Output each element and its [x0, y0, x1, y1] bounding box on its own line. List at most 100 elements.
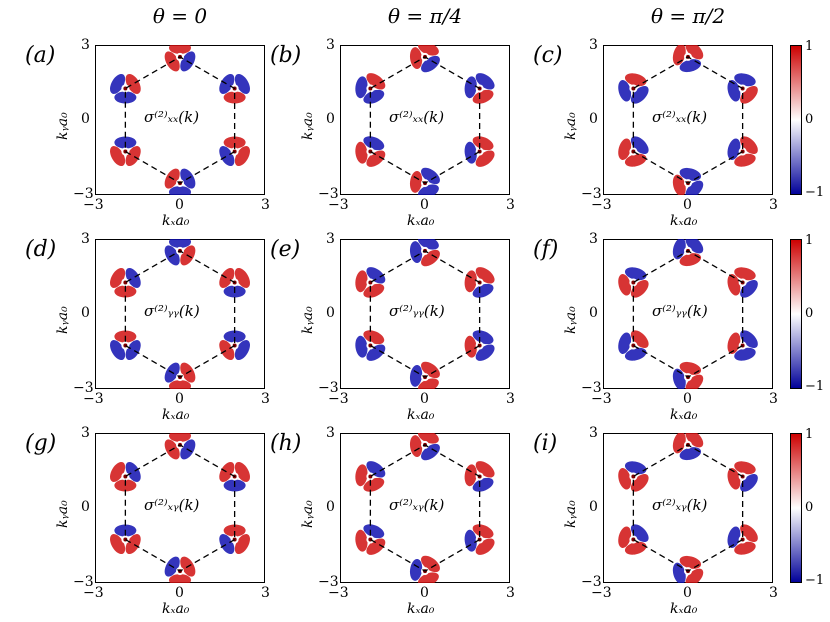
- blob-lobe: [472, 330, 494, 345]
- x-tick: −3: [83, 391, 104, 407]
- blob-lobe: [472, 136, 494, 151]
- valley-blob: [727, 73, 758, 104]
- x-tick: 3: [261, 197, 270, 213]
- blob-lobe: [363, 524, 385, 539]
- blob-lobe: [363, 283, 385, 298]
- blob-lobe: [679, 167, 702, 181]
- blob-lobe: [219, 73, 235, 94]
- x-tick: 0: [683, 585, 692, 601]
- blob-lobe: [679, 59, 702, 73]
- blob-lobe: [363, 89, 385, 104]
- y-tick: −3: [581, 574, 602, 590]
- x-tick: −3: [83, 197, 104, 213]
- blob-lobe: [685, 374, 704, 389]
- valley-blob: [355, 267, 386, 298]
- blob-lobe: [409, 47, 423, 70]
- panel-letter: (a): [25, 43, 56, 68]
- blob-lobe: [727, 274, 741, 296]
- blob-lobe: [125, 340, 141, 361]
- y-tick: 0: [81, 111, 90, 127]
- valley-blob: [727, 461, 758, 492]
- blob-lobe: [630, 473, 649, 492]
- y-tick: −3: [73, 186, 94, 202]
- x-axis-label: kₓa₀: [670, 407, 698, 423]
- blob-lobe: [366, 538, 386, 555]
- blob-lobe: [679, 447, 702, 461]
- blob-lobe: [672, 433, 686, 454]
- blob-lobe: [219, 534, 235, 555]
- blob-lobe: [679, 555, 702, 569]
- brillouin-zone-hexagon: [369, 444, 481, 572]
- valley-blob: [355, 461, 386, 492]
- valley-blob: [409, 45, 440, 73]
- plot-label: σ⁽²⁾ₓᵧ(k): [142, 496, 202, 514]
- x-axis-label: kₓa₀: [407, 601, 435, 617]
- x-axis-label: kₓa₀: [407, 213, 435, 229]
- blob-lobe: [624, 347, 647, 361]
- blob-lobe: [219, 267, 235, 288]
- blob-lobe: [110, 267, 126, 288]
- colorbar-tick: 1: [805, 427, 814, 442]
- blob-lobe: [740, 279, 758, 298]
- blob-lobe: [472, 89, 494, 104]
- y-tick: 3: [326, 231, 335, 247]
- blob-lobe: [355, 464, 368, 487]
- valley-blob: [672, 239, 704, 267]
- x-tick: −3: [328, 585, 349, 601]
- x-tick: 0: [175, 197, 184, 213]
- blob-lobe: [219, 146, 235, 167]
- x-tick: 3: [506, 197, 515, 213]
- blob-lobe: [169, 574, 191, 583]
- blob-lobe: [630, 330, 649, 349]
- valley-blob: [110, 73, 141, 104]
- blob-lobe: [355, 529, 368, 552]
- valley-blob: [727, 524, 758, 555]
- y-tick: 3: [589, 231, 598, 247]
- blob-lobe: [355, 270, 368, 293]
- blob-lobe: [685, 568, 704, 583]
- y-tick: 3: [81, 37, 90, 53]
- blob-lobe: [234, 340, 250, 361]
- x-tick: −3: [591, 197, 612, 213]
- valley-blob: [727, 330, 758, 361]
- blob-lobe: [110, 73, 126, 94]
- blob-lobe: [727, 80, 741, 102]
- x-axis-label: kₓa₀: [407, 407, 435, 423]
- y-tick: −3: [581, 186, 602, 202]
- valley-blob: [727, 136, 758, 167]
- y-tick: 0: [81, 499, 90, 515]
- blob-lobe: [409, 170, 423, 193]
- y-tick: 3: [589, 425, 598, 441]
- blob-lobe: [475, 267, 495, 284]
- blob-lobe: [475, 73, 495, 90]
- blob-lobe: [234, 534, 250, 555]
- blob-lobe: [618, 138, 632, 160]
- blob-lobe: [727, 332, 741, 354]
- panel-letter: (i): [533, 431, 558, 456]
- y-tick: 0: [589, 305, 598, 321]
- blob-lobe: [366, 150, 386, 167]
- y-axis-label: kᵧa₀: [563, 500, 579, 528]
- colorbar-tick: −1: [805, 379, 825, 394]
- column-title: θ = π/4: [387, 4, 463, 28]
- blob-lobe: [409, 558, 423, 581]
- blob-lobe: [475, 344, 495, 361]
- blob-lobe: [734, 347, 756, 361]
- x-tick: −3: [328, 197, 349, 213]
- colorbar: [790, 45, 802, 195]
- blob-lobe: [672, 45, 686, 66]
- blob-lobe: [125, 461, 141, 482]
- blob-lobe: [110, 146, 126, 167]
- blob-lobe: [624, 541, 647, 555]
- y-tick: 3: [326, 37, 335, 53]
- blob-lobe: [110, 534, 126, 555]
- blob-lobe: [169, 45, 191, 54]
- blob-lobe: [110, 461, 126, 482]
- y-axis-label: kᵧa₀: [55, 500, 71, 528]
- brillouin-zone-hexagon: [632, 250, 744, 378]
- blob-lobe: [234, 146, 250, 167]
- blob-lobe: [734, 267, 756, 281]
- heatmap-panel: [603, 433, 773, 583]
- blob-lobe: [630, 136, 649, 155]
- column-title: θ = π/2: [650, 4, 726, 28]
